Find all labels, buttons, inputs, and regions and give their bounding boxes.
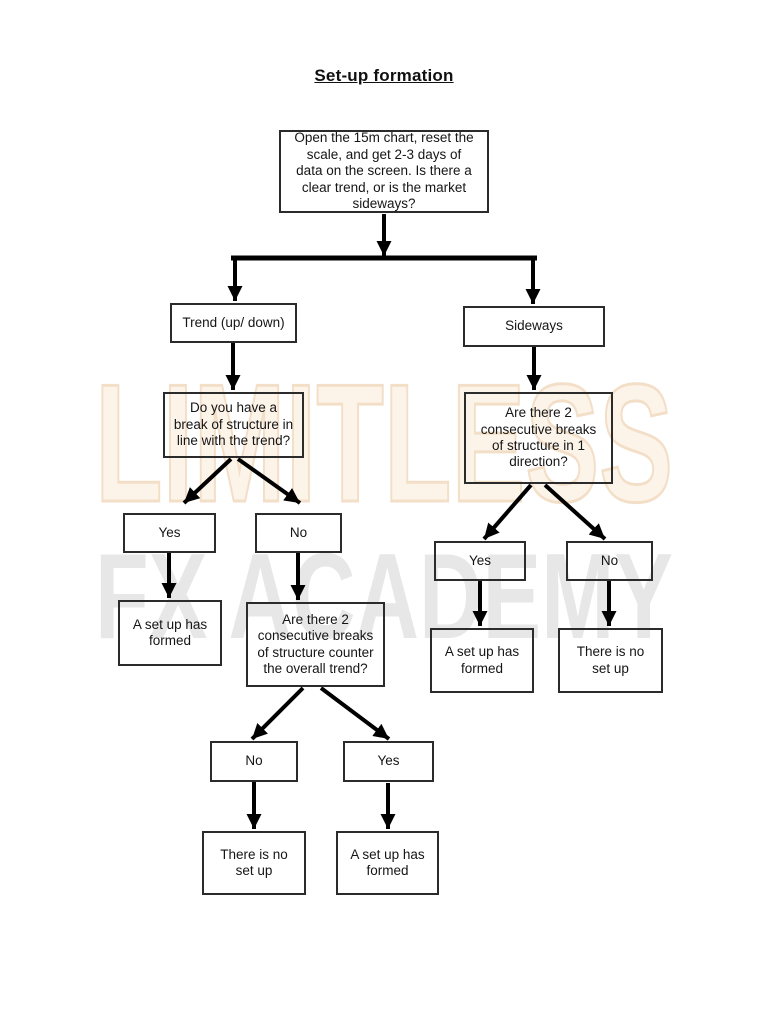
node-start-question: Open the 15m chart, reset the scale, and… [279, 130, 489, 213]
node-no-3: No [566, 541, 653, 581]
node-break-structure-question: Do you have a break of structure in line… [163, 392, 304, 458]
arrow-counter-breaks-to-no2 [250, 686, 305, 741]
node-setup-formed-1: A set up has formed [118, 600, 222, 666]
arrow-break-structure-to-yes1 [182, 457, 233, 505]
arrow-direction-breaks-to-no3 [543, 483, 607, 541]
arrow-direction-breaks-to-yes3 [482, 483, 533, 541]
node-direction-breaks-question: Are there 2 consecutive breaks of struct… [464, 392, 613, 484]
node-sideways: Sideways [463, 306, 605, 347]
node-yes-1: Yes [123, 513, 216, 553]
node-no-setup-2: There is no set up [558, 628, 663, 693]
arrow-break-structure-to-no1 [236, 457, 302, 505]
node-counter-breaks-question: Are there 2 consecutive breaks of struct… [246, 602, 385, 687]
node-setup-formed-3: A set up has formed [430, 628, 534, 693]
node-no-2: No [210, 741, 298, 782]
node-no-setup-1: There is no set up [202, 831, 306, 895]
arrow-counter-breaks-to-yes2 [319, 686, 391, 741]
watermark-line1: LIMITLESS [95, 349, 673, 537]
page-title: Set-up formation [314, 66, 454, 85]
node-no-1: No [255, 513, 342, 553]
node-setup-formed-2: A set up has formed [336, 831, 439, 895]
node-yes-3: Yes [434, 541, 526, 581]
node-trend: Trend (up/ down) [170, 303, 297, 343]
node-yes-2: Yes [343, 741, 434, 782]
